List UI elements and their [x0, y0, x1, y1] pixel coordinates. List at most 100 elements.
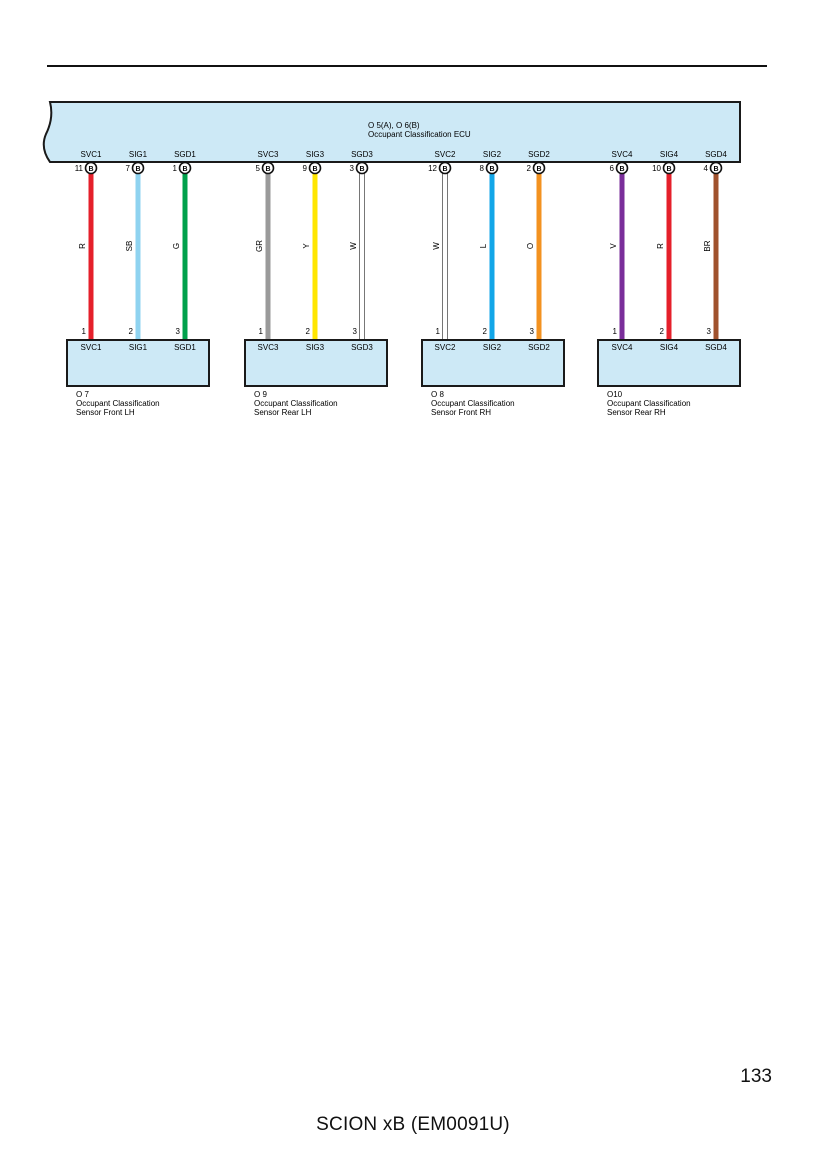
ground-marker-label: B: [619, 166, 624, 173]
ground-marker-label: B: [359, 166, 364, 173]
sensor-name-line1: Occupant Classification: [431, 399, 515, 408]
wire-color-code: GR: [255, 240, 264, 252]
sensor-terminal-name: SGD1: [174, 343, 196, 352]
wire-color-code: Y: [302, 243, 311, 249]
page-number: 133: [740, 1066, 772, 1087]
ecu-pin-number: 10: [652, 164, 661, 173]
ecu-terminal-name: SVC4: [612, 150, 633, 159]
sensor-terminal-name: SGD3: [351, 343, 373, 352]
ecu-terminal-name: SGD2: [528, 150, 550, 159]
sensor-pin-number: 1: [82, 327, 87, 336]
sensor-name-line2: Sensor Rear RH: [607, 408, 666, 417]
sensor-pin-number: 3: [530, 327, 535, 336]
ground-marker-label: B: [135, 166, 140, 173]
ecu-terminal-name: SIG1: [129, 150, 148, 159]
ground-marker-icon: [131, 161, 145, 175]
ground-marker-label: B: [489, 166, 494, 173]
sensor-name-line2: Sensor Rear LH: [254, 408, 312, 417]
sensor-connector-box: [421, 339, 565, 387]
sensor-code: O 7: [76, 390, 89, 399]
ground-marker-label: B: [88, 166, 93, 173]
ecu-terminal-name: SIG3: [306, 150, 325, 159]
sensor-connector-box: [66, 339, 210, 387]
ground-marker-label: B: [265, 166, 270, 173]
ground-marker-label: B: [713, 166, 718, 173]
sensor-pin-number: 3: [176, 327, 181, 336]
sensor-pin-number: 1: [613, 327, 618, 336]
ecu-pin-number: 2: [527, 164, 532, 173]
ecu-pin-number: 4: [704, 164, 709, 173]
ground-marker-icon: [308, 161, 322, 175]
ground-marker-icon: [178, 161, 192, 175]
wire-color-code: W: [432, 242, 441, 250]
sensor-terminal-name: SIG1: [129, 343, 148, 352]
wire-color-code: R: [78, 243, 87, 249]
wire-color-code: SB: [125, 241, 134, 252]
ecu-terminal-name: SVC2: [435, 150, 456, 159]
ground-marker-label: B: [312, 166, 317, 173]
sensor-terminal-name: SVC2: [435, 343, 456, 352]
sensor-pin-number: 1: [259, 327, 264, 336]
ecu-pin-number: 1: [173, 164, 178, 173]
sensor-name-line1: Occupant Classification: [254, 399, 338, 408]
ecu-terminal-name: SIG4: [660, 150, 679, 159]
wire-color-code: O: [526, 243, 535, 249]
ecu-pin-number: 3: [350, 164, 355, 173]
ecu-pin-number: 9: [303, 164, 308, 173]
sensor-pin-number: 1: [436, 327, 441, 336]
ecu-terminal-name: SGD1: [174, 150, 196, 159]
ecu-terminal-name: SVC1: [81, 150, 102, 159]
ecu-terminal-name: SGD4: [705, 150, 727, 159]
sensor-terminal-name: SIG2: [483, 343, 502, 352]
wire-color-code: V: [609, 243, 618, 249]
sensor-code: O 8: [431, 390, 444, 399]
sensor-terminal-name: SGD4: [705, 343, 727, 352]
ground-marker-icon: [662, 161, 676, 175]
ecu-code: O 5(A), O 6(B): [368, 121, 420, 130]
wire-color-code: L: [479, 243, 488, 248]
ground-marker-icon: [261, 161, 275, 175]
ground-marker-icon: [84, 161, 98, 175]
sensor-pin-number: 2: [129, 327, 134, 336]
wire-color-code: G: [172, 243, 181, 249]
wire-color-code: R: [656, 243, 665, 249]
sensor-pin-number: 2: [660, 327, 665, 336]
sensor-name-line1: Occupant Classification: [76, 399, 160, 408]
ground-marker-icon: [709, 161, 723, 175]
ecu-pin-number: 5: [256, 164, 261, 173]
wire-color-code: BR: [703, 240, 712, 251]
ground-marker-label: B: [536, 166, 541, 173]
wire: [442, 172, 448, 341]
ecu-pin-number: 7: [126, 164, 131, 173]
ecu-pin-number: 11: [75, 164, 84, 173]
sensor-name-line2: Sensor Front LH: [76, 408, 135, 417]
ecu-name: Occupant Classification ECU: [368, 130, 471, 139]
ground-marker-icon: [532, 161, 546, 175]
sensor-terminal-name: SGD2: [528, 343, 550, 352]
ecu-connector-box: [42, 101, 741, 163]
ground-marker-label: B: [182, 166, 187, 173]
wire: [359, 172, 365, 341]
ground-marker-icon: [355, 161, 369, 175]
sensor-pin-number: 3: [707, 327, 712, 336]
sensor-terminal-name: SVC3: [258, 343, 279, 352]
sensor-pin-number: 3: [353, 327, 358, 336]
sensor-code: O 9: [254, 390, 267, 399]
ecu-terminal-name: SVC3: [258, 150, 279, 159]
sensor-connector-box: [244, 339, 388, 387]
sensor-terminal-name: SVC1: [81, 343, 102, 352]
sensor-code: O10: [607, 390, 623, 399]
sensor-terminal-name: SIG4: [660, 343, 679, 352]
ecu-pin-number: 12: [428, 164, 437, 173]
ground-marker-label: B: [666, 166, 671, 173]
sensor-pin-number: 2: [306, 327, 311, 336]
sensor-name-line2: Sensor Front RH: [431, 408, 491, 417]
ground-marker-label: B: [442, 166, 447, 173]
sensor-terminal-name: SIG3: [306, 343, 325, 352]
ground-marker-icon: [615, 161, 629, 175]
sensor-connector-box: [597, 339, 741, 387]
